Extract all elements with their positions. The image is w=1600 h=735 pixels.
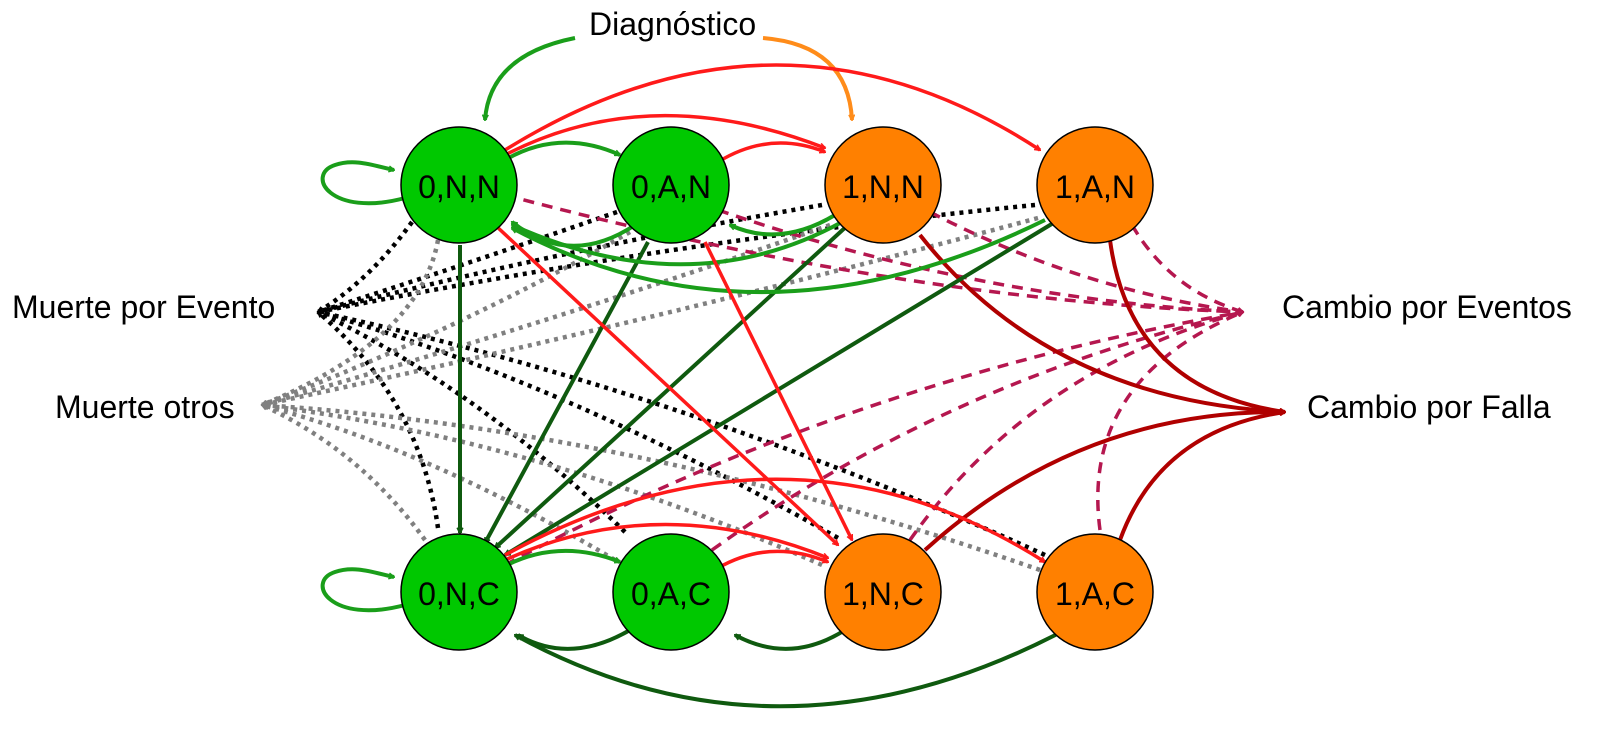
- state-node-1NN: 1,N,N: [824, 126, 942, 244]
- arrow-1NN-to-change-failure: [918, 233, 1285, 412]
- self-loop-0NN: [320, 160, 406, 206]
- arrow-1NC-to-0AC: [735, 628, 847, 651]
- state-label-0NN: 0,N,N: [418, 169, 500, 205]
- arrow-0NC-to-1NC: [504, 522, 828, 562]
- arrow-0NC-to-change-events: [504, 312, 1243, 567]
- arrow-1AC-to-change-events: [1096, 310, 1243, 531]
- state-node-1AC: 1,A,C: [1036, 533, 1154, 651]
- arrow-1NC-to-change-failure: [923, 412, 1285, 552]
- state-label-1NC: 1,N,C: [842, 576, 924, 612]
- arrow-diagnostico-to-0NN: [485, 36, 576, 120]
- state-node-0AC: 0,A,C: [612, 533, 730, 651]
- red-transitions: [493, 63, 1045, 570]
- state-node-0AN: 0,A,N: [612, 126, 730, 244]
- arrow-1AN-to-change-failure: [1108, 239, 1285, 412]
- arrow-1NC-to-death-event: [318, 309, 840, 540]
- arrow-0AN-to-death-other: [262, 230, 632, 408]
- dark-green-transitions: [460, 220, 1066, 709]
- arrow-1AN-to-0NN: [512, 218, 1046, 295]
- arrow-0NC-to-0AC: [504, 549, 620, 568]
- arrow-0AN-to-1NN: [717, 141, 825, 164]
- arrow-0NN-to-1NC: [493, 223, 838, 545]
- state-label-0AN: 0,A,N: [631, 169, 711, 205]
- arrow-1AC-to-change-failure: [1118, 412, 1285, 541]
- death-other-arrows: [262, 215, 1041, 573]
- state-nodes: 0,N,N 0,A,N 1,N,N 1,A,N 0,N,C 0,A,C 1,N,…: [400, 126, 1154, 651]
- arrow-0AC-to-change-events: [710, 312, 1243, 552]
- change-failure-arrows: [918, 233, 1285, 552]
- death-event-label: Muerte por Evento: [12, 289, 275, 325]
- change-events-label: Cambio por Eventos: [1282, 289, 1572, 325]
- state-node-0NC: 0,N,C: [400, 533, 518, 651]
- arrow-0NN-to-1NN: [504, 113, 825, 157]
- state-node-1NC: 1,N,C: [824, 533, 942, 651]
- state-label-1AN: 1,A,N: [1055, 169, 1135, 205]
- arrow-0NN-to-death-event: [318, 220, 414, 314]
- diagnostico-label: Diagnóstico: [589, 6, 756, 42]
- state-label-1NN: 1,N,N: [842, 169, 924, 205]
- arrow-0NC-to-death-event: [318, 310, 441, 529]
- arrow-1AN-to-0NC: [505, 220, 1057, 557]
- arrow-1NN-to-0NC: [495, 223, 850, 548]
- arrow-1NN-to-0NN: [512, 220, 843, 267]
- arrow-0NN-to-1AN: [504, 63, 1040, 152]
- arrow-1NN-to-death-other: [262, 222, 831, 408]
- arrow-0AN-to-0NC: [483, 241, 650, 543]
- death-other-label: Muerte otros: [55, 389, 235, 425]
- change-failure-label: Cambio por Falla: [1307, 389, 1551, 425]
- arrow-0NC-to-1AC: [504, 477, 1045, 564]
- arrow-1NN-to-change-events: [929, 210, 1243, 312]
- arrow-0AC-to-death-other: [262, 402, 617, 562]
- arrow-0AC-to-1NC: [717, 549, 828, 570]
- arrow-0NN-to-death-other: [262, 239, 441, 408]
- self-loop-0NC: [320, 567, 406, 613]
- arrow-1NC-to-death-other: [262, 405, 823, 568]
- arrow-1AC-to-death-other: [262, 405, 1041, 573]
- arrow-1AC-to-0NC: [515, 628, 1066, 709]
- state-label-0AC: 0,A,C: [631, 576, 711, 612]
- arrow-1NN-to-0AN: [730, 213, 837, 237]
- arrow-1AN-to-change-events: [1130, 224, 1243, 312]
- green-transitions: [320, 36, 1046, 613]
- arrow-0AN-to-death-event: [318, 209, 618, 315]
- state-node-0NN: 0,N,N: [400, 126, 518, 244]
- state-label-1AC: 1,A,C: [1055, 576, 1135, 612]
- state-node-1AN: 1,A,N: [1036, 126, 1154, 244]
- arrow-diagnostico-to-1NN: [762, 36, 852, 120]
- arrow-0NC-to-death-other: [262, 402, 427, 542]
- state-label-0NC: 0,N,C: [418, 576, 500, 612]
- arrow-0AN-to-1NC: [703, 241, 854, 540]
- arrow-0NN-to-0AN: [503, 140, 620, 162]
